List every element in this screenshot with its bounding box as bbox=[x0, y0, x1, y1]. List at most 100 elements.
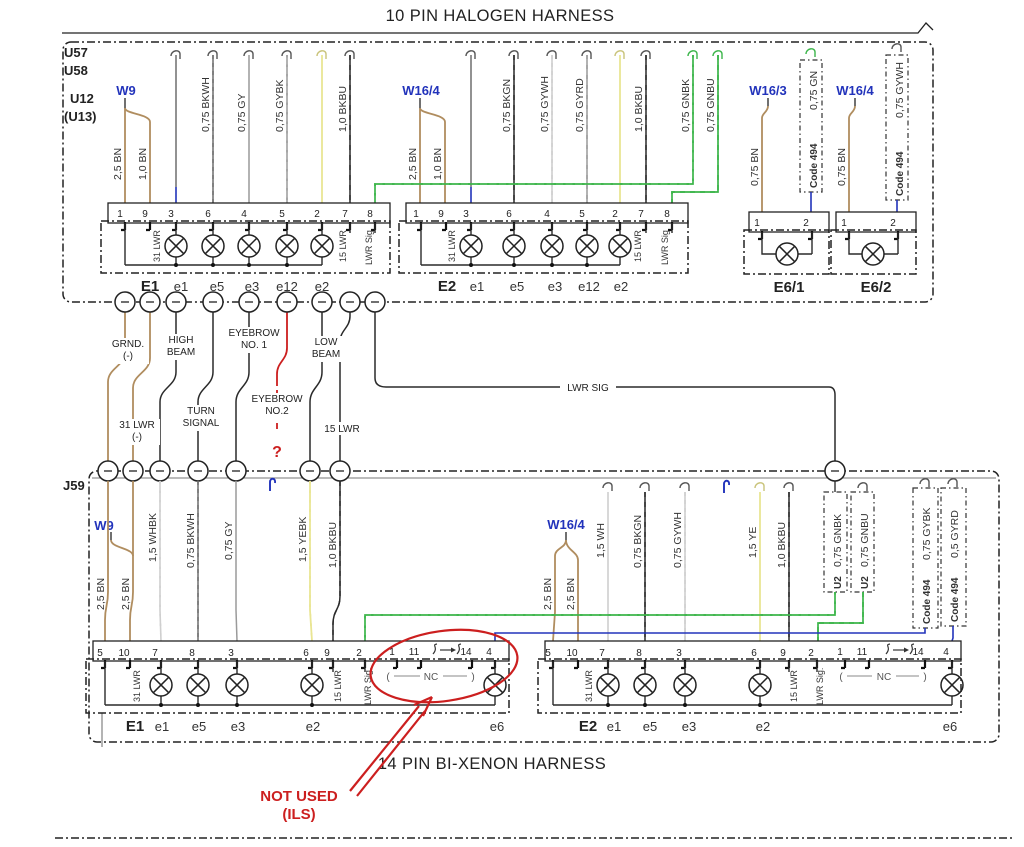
bulb-icon bbox=[164, 234, 188, 258]
eyebrow1-label2: NO. 1 bbox=[241, 340, 268, 351]
connector-circle bbox=[114, 291, 136, 313]
e61-pin-row bbox=[748, 211, 830, 233]
bulb-icon bbox=[540, 234, 564, 258]
e62-name: E6/2 bbox=[861, 279, 892, 296]
connector-circle bbox=[329, 460, 351, 482]
w9-label: W9 bbox=[116, 83, 136, 98]
31lwr-label: 31 LWR bbox=[119, 420, 154, 431]
wire-label: 0,75 GNBK bbox=[680, 79, 692, 132]
w16-4-label-bottom: W16/4 bbox=[547, 517, 585, 532]
connector-circle bbox=[139, 291, 161, 313]
wire-075bn-e61 bbox=[761, 105, 769, 212]
top-harness-outer-line bbox=[62, 22, 934, 34]
connector-e2-top: 1 9 3 6 4 5 2 7 8 31 LWR 15 LWR LWR Sig … bbox=[398, 202, 689, 295]
nc-paren: ) bbox=[471, 672, 474, 683]
connector-e1-top: 1 9 3 6 4 5 2 7 8 31 LWR 15 LWR LWR Sig … bbox=[100, 202, 391, 295]
pin-number: 3 bbox=[168, 209, 174, 220]
pin-number: 10 bbox=[566, 648, 578, 659]
bulb-icon bbox=[608, 234, 632, 258]
grnd-label: GRND. bbox=[112, 339, 144, 350]
e2-name: E2 bbox=[438, 278, 456, 295]
wire-label: 0,75 BKGN bbox=[632, 515, 644, 568]
sub-label: e5 bbox=[643, 719, 657, 734]
wire-31lwr bbox=[132, 312, 151, 461]
e62-lamp-circuit bbox=[848, 232, 899, 255]
pin-number: 2 bbox=[803, 218, 809, 229]
wire-continuation-icons bbox=[170, 43, 902, 60]
connector-circle bbox=[149, 460, 171, 482]
pin-number: 2 bbox=[356, 648, 362, 659]
connector-e1-bottom: 5 10 7 8 3 6 9 2 1 11 14 4 31 LWR 15 LWR… bbox=[85, 640, 510, 735]
bulb-icon bbox=[225, 673, 249, 697]
j59-border bbox=[88, 470, 1000, 743]
bulb-icon bbox=[502, 234, 526, 258]
e61-name: E6/1 bbox=[774, 279, 805, 296]
not-used-label: NOT USED bbox=[260, 788, 338, 805]
code494-label: Code 494 bbox=[950, 577, 961, 622]
wire-label: 1,0 BKBU bbox=[633, 86, 645, 132]
wire-label: 0,75 GYWH bbox=[894, 62, 906, 118]
connector-circle bbox=[187, 460, 209, 482]
sub-label: e12 bbox=[276, 279, 298, 294]
pin-number: 4 bbox=[544, 209, 550, 220]
wire-label: 1,0 BKBU bbox=[776, 522, 788, 568]
bulb-icon bbox=[300, 673, 324, 697]
pin-number: 2 bbox=[612, 209, 618, 220]
e61-lamp-circuit bbox=[761, 232, 813, 255]
sub-label: e5 bbox=[192, 719, 206, 734]
pin-number: 6 bbox=[751, 648, 757, 659]
pin-number: 8 bbox=[189, 648, 195, 659]
bulb-icon bbox=[775, 242, 799, 266]
sub-label: e1 bbox=[174, 279, 188, 294]
gnd-label: 31 LWR bbox=[584, 670, 594, 702]
turn-signal-label: TURN bbox=[187, 406, 215, 417]
e2-lamp-bus bbox=[420, 223, 673, 266]
wire-label: 0,75 BKWH bbox=[185, 513, 197, 568]
high-beam-label: HIGH bbox=[169, 335, 194, 346]
wire-label: 1,5 YE bbox=[747, 527, 759, 558]
nc-paren: ( bbox=[386, 672, 390, 683]
bulb-icon bbox=[237, 234, 261, 258]
gnd-label: 31 LWR bbox=[152, 230, 162, 262]
bulb-icon bbox=[633, 673, 657, 697]
not-used-arrow bbox=[349, 695, 433, 797]
connector-e6-1: 1 2 E6/1 bbox=[743, 211, 830, 296]
nc-label: NC bbox=[424, 672, 438, 683]
bulb-icon bbox=[861, 242, 885, 266]
wire-label: 1,5 YEBK bbox=[297, 517, 309, 562]
w9-label-bottom: W9 bbox=[94, 518, 114, 533]
e1b-lamp-bus bbox=[104, 661, 496, 706]
grnd-label2: (-) bbox=[123, 351, 133, 362]
sub-label: e6 bbox=[490, 719, 504, 734]
wire-label: 2,5 BN bbox=[565, 578, 577, 610]
nc-paren: ) bbox=[923, 672, 926, 683]
e1-lamp-box bbox=[100, 220, 391, 274]
connector-circle bbox=[165, 291, 187, 313]
wire-continuation-icons-bottom bbox=[602, 478, 958, 492]
connector-e2-bottom: 5 10 7 8 3 6 9 2 1 11 14 4 31 LWR 15 LWR… bbox=[537, 640, 964, 735]
15lwr-label: 15 LWR bbox=[633, 230, 643, 262]
wire-label: 0,75 BKWH bbox=[200, 77, 212, 132]
not-used-label2: (ILS) bbox=[282, 806, 315, 823]
wire-label: 2,5 BN bbox=[542, 578, 554, 610]
connector-circle bbox=[299, 460, 321, 482]
pin-number: 8 bbox=[664, 209, 670, 220]
wire-label: 0,75 GNBU bbox=[705, 78, 717, 132]
e2b-lamp-bus bbox=[552, 661, 953, 706]
unit-label-u12: U12 bbox=[70, 91, 94, 106]
pin-number: 3 bbox=[676, 648, 682, 659]
wire-25bn-2 bbox=[129, 481, 134, 641]
u2-label: U2 bbox=[860, 576, 871, 589]
wire-gyrd-b bbox=[951, 626, 954, 642]
gap-arrow-icon bbox=[904, 647, 909, 653]
e2-lamp-box bbox=[398, 220, 689, 274]
sub-label: e2 bbox=[756, 719, 770, 734]
wire-label: 0,75 GYWH bbox=[539, 76, 551, 132]
bulb-icon bbox=[596, 673, 620, 697]
wire-low-beam bbox=[309, 312, 323, 461]
wire-label: 0,75 GYWH bbox=[672, 512, 684, 568]
wire-label: 1,0 BN bbox=[432, 148, 444, 180]
interface-wires: GRND. (-) HIGH BEAM EYEBROW NO. 1 LOW BE… bbox=[97, 291, 846, 482]
w16-4-label: W16/4 bbox=[402, 83, 440, 98]
